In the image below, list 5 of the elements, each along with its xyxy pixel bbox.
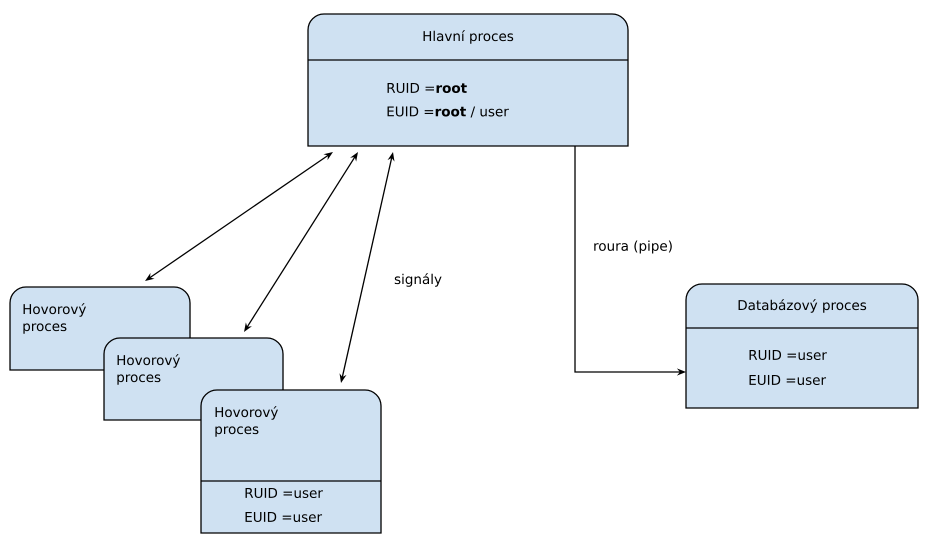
edge-label: signály <box>392 271 444 289</box>
process-box: Hlavní proces RUID =root EUID =root / user <box>307 13 629 147</box>
process-box: Databázový proces RUID =user EUID =user <box>685 283 919 409</box>
edge-label: roura (pipe) <box>591 238 675 256</box>
process-box: Hovorový proces RUID =user EUID =user <box>200 389 382 534</box>
